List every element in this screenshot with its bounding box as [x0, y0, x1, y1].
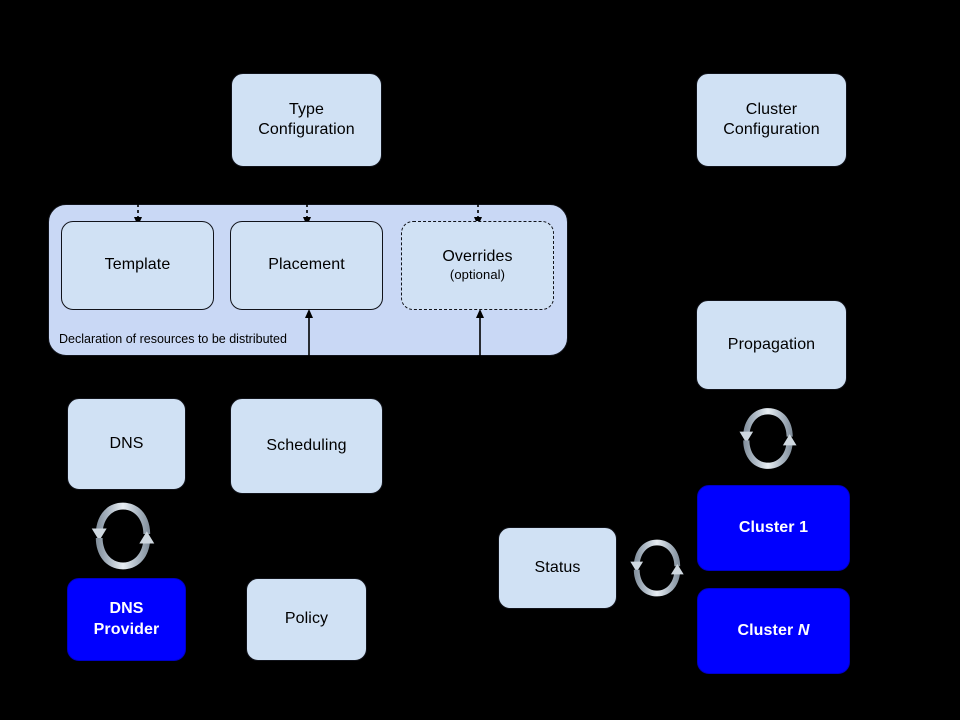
node-template-label: Template — [104, 256, 171, 274]
node-placement-label: Placement — [268, 256, 345, 274]
node-scheduling-label: Scheduling — [266, 436, 347, 454]
node-dns[interactable]: DNS — [67, 398, 186, 490]
node-type-configuration-label-line1: Type — [288, 100, 325, 118]
node-dns-provider[interactable]: DNS Provider — [67, 578, 186, 661]
node-cluster-configuration[interactable]: Cluster Configuration — [696, 73, 847, 167]
node-status-label: Status — [534, 558, 581, 576]
node-policy-label: Policy — [284, 610, 329, 628]
node-type-configuration[interactable]: Type Configuration — [231, 73, 382, 167]
node-template[interactable]: Template — [61, 221, 214, 310]
node-propagation-label: Propagation — [727, 335, 816, 353]
node-status[interactable]: Status — [498, 527, 617, 609]
node-dns-label: DNS — [109, 434, 144, 452]
node-overrides-label: Overrides — [442, 247, 513, 265]
sync-arrows-icon-status — [630, 539, 684, 597]
node-cluster-n[interactable]: Cluster N — [697, 588, 850, 674]
node-cluster-configuration-label-line2: Configuration — [723, 121, 820, 138]
group-caption: Declaration of resources to be distribut… — [59, 332, 287, 346]
node-cluster-1[interactable]: Cluster 1 — [697, 485, 850, 571]
connector-policy-to-overrides — [476, 309, 484, 360]
node-type-configuration-label-line2: Configuration — [258, 121, 355, 138]
node-overrides-sublabel: (optional) — [449, 267, 506, 283]
node-propagation[interactable]: Propagation — [696, 300, 847, 390]
sync-arrows-icon-propagation — [739, 408, 797, 469]
node-overrides[interactable]: Overrides (optional) — [401, 221, 554, 310]
node-dns-provider-label-line2: Provider — [93, 620, 160, 638]
sync-arrows-icon — [91, 502, 155, 570]
node-policy[interactable]: Policy — [246, 578, 367, 661]
node-cluster-1-label: Cluster 1 — [738, 518, 809, 536]
node-cluster-n-emphasis: N — [797, 621, 810, 639]
connector-scheduling-to-placement — [305, 309, 313, 360]
node-placement[interactable]: Placement — [230, 221, 383, 310]
node-cluster-n-label: Cluster N — [737, 621, 810, 639]
node-cluster-configuration-label-line1: Cluster — [745, 100, 798, 118]
node-scheduling[interactable]: Scheduling — [230, 398, 383, 494]
node-dns-provider-label-line1: DNS — [109, 600, 144, 618]
